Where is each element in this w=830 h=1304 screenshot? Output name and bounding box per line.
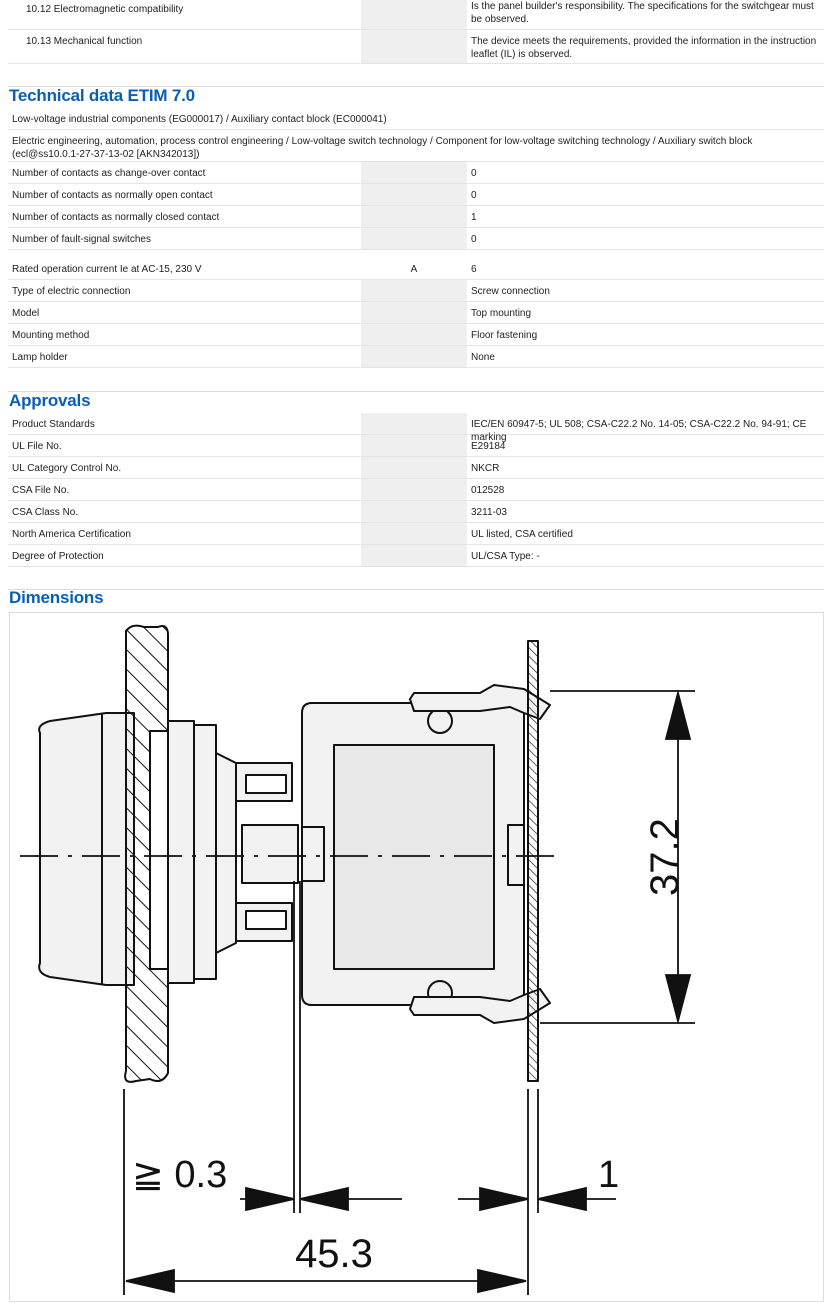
iec-verification-table: 10.12 Electromagnetic compatibility Is t… [8,0,824,64]
dimension-gap [240,1186,402,1212]
row-value: 012528 [471,485,505,496]
table-row: North America Certification UL listed, C… [8,523,824,545]
row-value: UL/CSA Type: - [471,551,540,562]
approvals-table: Product Standards IEC/EN 60947-5; UL 508… [8,413,824,567]
section-divider [8,391,824,392]
dimension-drawing: 37.2 ≧ 0.3 [9,612,824,1302]
table-row: Number of contacts as normally open cont… [8,184,824,206]
row-value: Screw connection [471,286,550,297]
section-heading-dimensions: Dimensions [9,588,104,607]
section-divider [8,86,824,87]
table-row: 10.13 Mechanical function The device mee… [8,30,824,64]
row-label: 10.13 Mechanical function [26,36,143,47]
row-label: Number of fault-signal switches [12,234,151,245]
row-value: IEC/EN 60947-5; UL 508; CSA-C22.2 No. 14… [471,419,807,443]
row-value: 1 [471,212,477,223]
row-unit [361,545,467,566]
row-unit [361,280,467,301]
dimension-width [125,1268,527,1294]
table-row: Number of fault-signal switches 0 [8,228,824,250]
row-label: UL Category Control No. [12,463,122,474]
table-row: Number of contacts as normally closed co… [8,206,824,228]
row-unit [361,501,467,522]
row-value: 3211-03 [471,507,507,518]
row-label: Number of contacts as normally closed co… [12,212,220,223]
row-unit [361,184,467,205]
section-heading-etim: Technical data ETIM 7.0 [9,86,195,105]
table-row: Lamp holder None [8,346,824,368]
row-value: Top mounting [471,308,532,319]
table-row: Model Top mounting [8,302,824,324]
row-value: 0 [471,234,477,245]
dim-plate-label: 1 [598,1154,619,1196]
table-row: UL Category Control No. NKCR [8,457,824,479]
row-unit [361,162,467,183]
row-label: Model [12,308,40,319]
row-unit [361,413,467,434]
row-value: 0 [471,190,477,201]
row-unit [361,346,467,367]
row-label: Lamp holder [12,352,68,363]
dim-height-label: 37.2 [643,818,687,896]
row-label: Number of contacts as change-over contac… [12,168,206,179]
table-row: Product Standards IEC/EN 60947-5; UL 508… [8,413,824,443]
row-unit: A [361,258,467,279]
etim-class-line: Low-voltage industrial components (EG000… [8,108,824,130]
row-value: None [471,352,495,363]
dim-gap-label: ≧ 0.3 [132,1154,227,1196]
row-unit [361,457,467,478]
table-row: Degree of Protection UL/CSA Type: - [8,545,824,567]
table-row: CSA File No. 012528 [8,479,824,501]
etim-table: Low-voltage industrial components (EG000… [8,108,824,368]
row-value: 6 [471,264,477,275]
dimension-drawing-svg: 37.2 ≧ 0.3 [20,624,695,1295]
row-label: Product Standards [12,419,95,430]
table-row: UL File No. E29184 [8,435,824,457]
group-spacer [8,250,824,258]
row-unit [361,324,467,345]
row-value: The device meets the requirements, provi… [471,36,817,60]
row-label: Rated operation current Ie at AC-15, 230… [12,264,202,275]
row-value: UL listed, CSA certified [471,529,573,540]
row-unit [361,523,467,544]
table-row: Type of electric connection Screw connec… [8,280,824,302]
row-label: Number of contacts as normally open cont… [12,190,213,201]
table-row: Mounting method Floor fastening [8,324,824,346]
table-row: 10.12 Electromagnetic compatibility Is t… [8,0,824,30]
row-value: Is the panel builder's responsibility. T… [471,1,814,25]
row-label: North America Certification [12,529,131,540]
row-unit [361,435,467,456]
row-unit [361,228,467,249]
etim-path-line: Electric engineering, automation, proces… [8,130,824,162]
row-value: 0 [471,168,477,179]
row-label: UL File No. [12,441,62,452]
dimension-plate [458,1186,616,1212]
row-label: Type of electric connection [12,286,131,297]
row-label: Mounting method [12,330,90,341]
row-unit [361,206,467,227]
row-value: Floor fastening [471,330,538,341]
drawing-outline [38,624,551,1083]
row-unit [361,30,467,63]
table-row: Rated operation current Ie at AC-15, 230… [8,258,824,280]
row-label: CSA Class No. [12,507,79,518]
row-unit [361,0,467,29]
row-label: Degree of Protection [12,551,104,562]
section-heading-approvals: Approvals [9,391,91,410]
row-label: 10.12 Electromagnetic compatibility [26,4,184,15]
dim-width-label: 45.3 [295,1232,373,1276]
row-unit [361,302,467,323]
row-value: NKCR [471,463,500,474]
row-value: E29184 [471,441,506,452]
row-unit [361,479,467,500]
table-row: CSA Class No. 3211-03 [8,501,824,523]
table-row: Number of contacts as change-over contac… [8,162,824,184]
extension-lines [123,881,539,1295]
dimension-height [540,689,695,1025]
section-divider [8,589,824,590]
row-label: CSA File No. [12,485,70,496]
